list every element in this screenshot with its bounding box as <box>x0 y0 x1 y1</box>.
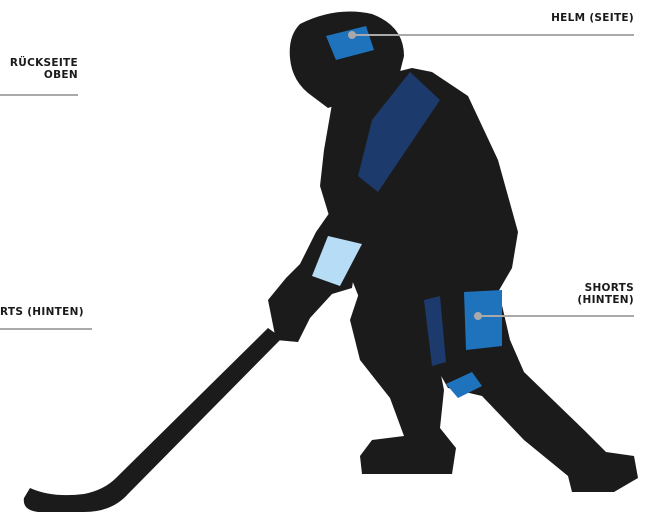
label-shorts-back-left: RTS (HINTEN) <box>0 306 84 318</box>
label-helmet-side: HELM (SEITE) <box>551 12 634 24</box>
label-back-upper: RÜCKSEITE OBEN <box>0 57 78 81</box>
label-shorts-back-right-line2: (HINTEN) <box>577 294 634 306</box>
label-shorts-back-right-line1: SHORTS <box>577 282 634 294</box>
label-shorts-back-left-text: RTS (HINTEN) <box>0 306 84 318</box>
leader-line-back-upper <box>0 94 78 96</box>
label-back-upper-line2: OBEN <box>0 69 78 81</box>
label-helmet-side-text: HELM (SEITE) <box>551 12 634 24</box>
label-back-upper-line1: RÜCKSEITE <box>0 57 78 69</box>
hockey-stick <box>24 328 282 512</box>
shorts-back-zone <box>464 290 502 350</box>
label-shorts-back-right: SHORTS (HINTEN) <box>577 282 634 306</box>
leader-line-shorts-back-left <box>0 328 92 330</box>
